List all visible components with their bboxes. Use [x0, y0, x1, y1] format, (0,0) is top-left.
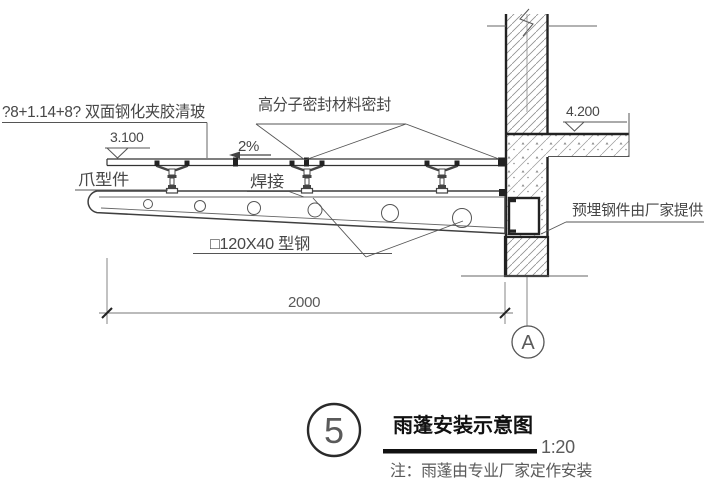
- steel-tube-label: □120X40 型钢: [210, 235, 310, 253]
- claw-fitting: [154, 160, 190, 194]
- elevation-triangle: [105, 147, 130, 159]
- sealant-leader-right: [405, 123, 500, 160]
- sealant-annotation: 高分子密封材料密封: [255, 96, 500, 161]
- sealant-label: 高分子密封材料密封: [258, 96, 391, 114]
- dim-tick-right: [499, 307, 511, 319]
- elevation-triangle: [563, 121, 586, 132]
- channel-flange-bottom: [509, 229, 516, 233]
- slab-concrete-hatch: [507, 134, 629, 157]
- weld-label: 焊接: [250, 173, 284, 191]
- beam-hole: [307, 202, 323, 218]
- glass-spec-label: ?8+1.14+8? 双面钢化夹胶清玻: [2, 103, 205, 121]
- axis-bubble: [511, 325, 545, 359]
- beam-hole: [381, 204, 399, 222]
- wall-section: [461, 8, 630, 278]
- axis-letter: A: [521, 332, 535, 354]
- steel-tube-annotation: □120X40 型钢: [193, 197, 464, 258]
- canopy-beam: [87, 189, 507, 235]
- elevation-3100: 3.100: [105, 129, 150, 159]
- steel-tube-leader-left: [312, 197, 367, 258]
- weld-annotation: 焊接: [247, 173, 305, 198]
- wall-bottom-block: [503, 235, 550, 278]
- detail-number-circle: [306, 402, 362, 458]
- drawing-scale: 1:20: [541, 437, 575, 457]
- beam-hole: [143, 199, 153, 209]
- claw-fitting: [289, 160, 325, 194]
- beam-wall-connection: [499, 189, 507, 196]
- glass-wall-joint-seal: [498, 157, 505, 167]
- drawing-title: 雨蓬安装示意图: [393, 413, 533, 437]
- beam-hole: [194, 200, 206, 212]
- glass-spec-annotation: ?8+1.14+8? 双面钢化夹胶清玻: [2, 103, 208, 158]
- embed-leader: [540, 221, 567, 235]
- slope-annotation: 2%: [229, 138, 271, 159]
- slope-label: 2%: [238, 138, 259, 155]
- beam-hole: [452, 208, 472, 228]
- title-block: 5 雨蓬安装示意图 1:20 注：雨蓬由专业厂家定作安装: [306, 402, 593, 480]
- elevation-4200-value: 4.200: [566, 103, 600, 119]
- dimension-value: 2000: [288, 294, 320, 311]
- elevation-4200: 4.200: [563, 103, 627, 132]
- embed-label: 预埋钢件由厂家提供: [572, 202, 703, 219]
- slope-arrow: [229, 151, 240, 159]
- embed-annotation: 预埋钢件由厂家提供: [540, 202, 704, 235]
- beam-hole: [247, 201, 261, 215]
- dimension-2000: 2000: [99, 258, 513, 324]
- dim-tick-left: [101, 307, 113, 319]
- beam-bottom-chord-inner: [100, 207, 506, 229]
- claw-fittings: [154, 160, 460, 194]
- sealant-leader-mid: [304, 123, 407, 161]
- claw-fitting: [424, 160, 460, 194]
- glass-joint-seal: [304, 157, 309, 167]
- glass-joint-seal: [233, 157, 238, 167]
- claw-label: 爪型件: [78, 171, 129, 189]
- title-underline: [383, 449, 537, 454]
- weld-leader: [288, 191, 305, 198]
- steel-tube-leader-right: [365, 220, 464, 258]
- elevation-3100-value: 3.100: [110, 129, 144, 145]
- axis-marker: A: [511, 277, 545, 359]
- sealant-leader-left: [255, 123, 306, 161]
- embedded-channel: [507, 196, 541, 236]
- channel-flange-top: [509, 199, 516, 203]
- glass-panel: [106, 157, 505, 167]
- drawing-note: 注：雨蓬由专业厂家定作安装: [390, 462, 592, 480]
- claw-annotation: 爪型件: [75, 171, 168, 191]
- detail-number: 5: [324, 410, 344, 451]
- break-line-zigzag: [519, 8, 534, 37]
